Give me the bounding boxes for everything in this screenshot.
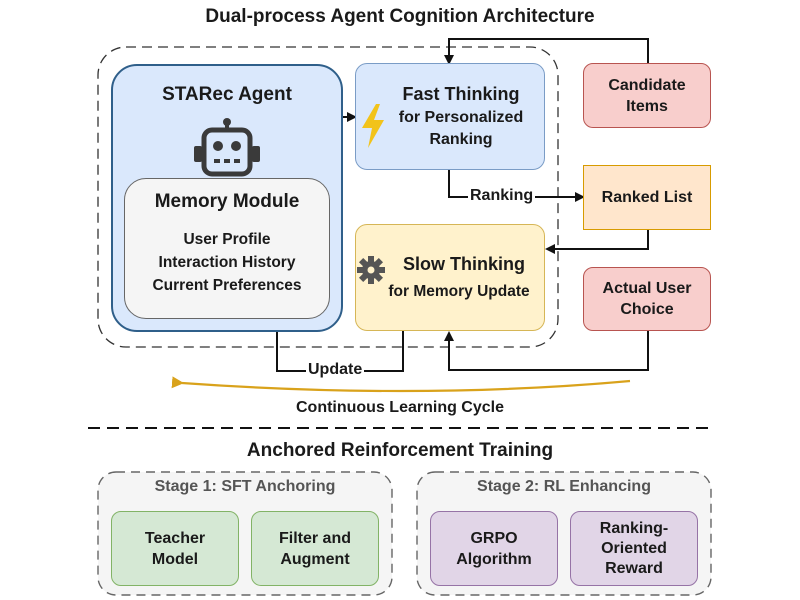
memory-title: Memory Module xyxy=(154,191,300,212)
grpo-line: GRPO xyxy=(470,529,518,547)
robot-icon xyxy=(192,118,262,185)
memory-item: Interaction History xyxy=(158,254,296,271)
fast-thinking-box: Fast Thinking for Personalized Ranking xyxy=(355,63,545,170)
reward-line: Oriented xyxy=(601,539,667,557)
fast-sub: Ranking xyxy=(429,131,493,148)
slow-thinking-box: Slow Thinking for Memory Update xyxy=(355,224,545,331)
ranked-list-box: Ranked List xyxy=(583,165,711,230)
memory-module: Memory Module User Profile Interaction H… xyxy=(124,178,330,319)
memory-item: User Profile xyxy=(183,231,271,248)
update-edge-label: Update xyxy=(306,361,365,379)
stage1-title: Stage 1: SFT Anchoring xyxy=(154,478,336,495)
candidate-line: Items xyxy=(626,97,668,115)
memory-item: Current Preferences xyxy=(152,277,302,294)
candidate-items-box: Candidate Items xyxy=(583,63,711,128)
edge-fast-to-ranked xyxy=(448,170,585,202)
edge-candidate-to-fast xyxy=(444,38,649,65)
cycle-arrow xyxy=(171,376,631,393)
grpo-algorithm-box: GRPO Algorithm xyxy=(430,511,558,586)
candidate-line: Candidate xyxy=(608,76,686,94)
filter-line: Augment xyxy=(280,550,350,568)
teacher-line: Teacher xyxy=(144,529,206,547)
fast-sub: for Personalized xyxy=(398,109,524,126)
actual-line: Actual User xyxy=(602,280,692,297)
reward-line: Ranking- xyxy=(599,519,669,537)
training-title: Anchored Reinforcement Training xyxy=(246,440,554,461)
filter-line: Filter and xyxy=(278,529,351,547)
slow-sub: for Memory Update xyxy=(388,283,530,300)
edge-ranked-to-slow xyxy=(545,230,649,254)
slow-title: Slow Thinking xyxy=(403,254,525,274)
diagram-title: Dual-process Agent Cognition Architectur… xyxy=(205,6,595,27)
stage2-title: Stage 2: RL Enhancing xyxy=(477,478,651,495)
ranked-label: Ranked List xyxy=(601,188,693,206)
gear-icon xyxy=(356,255,386,290)
teacher-line: Model xyxy=(151,550,199,568)
fast-title: Fast Thinking xyxy=(402,84,520,104)
teacher-model-box: Teacher Model xyxy=(111,511,239,586)
ranking-reward-box: Ranking- Oriented Reward xyxy=(570,511,698,586)
agent-title: STARec Agent xyxy=(162,84,292,105)
ranking-edge-label: Ranking xyxy=(468,187,536,205)
cycle-label: Continuous Learning Cycle xyxy=(295,399,504,416)
filter-augment-box: Filter and Augment xyxy=(251,511,379,586)
reward-line: Reward xyxy=(605,559,663,577)
actual-user-choice-box: Actual User Choice xyxy=(583,267,711,331)
lightning-icon xyxy=(360,104,386,153)
edge-actual-to-slow xyxy=(444,331,649,371)
actual-line: Choice xyxy=(620,301,674,318)
grpo-line: Algorithm xyxy=(456,550,532,568)
